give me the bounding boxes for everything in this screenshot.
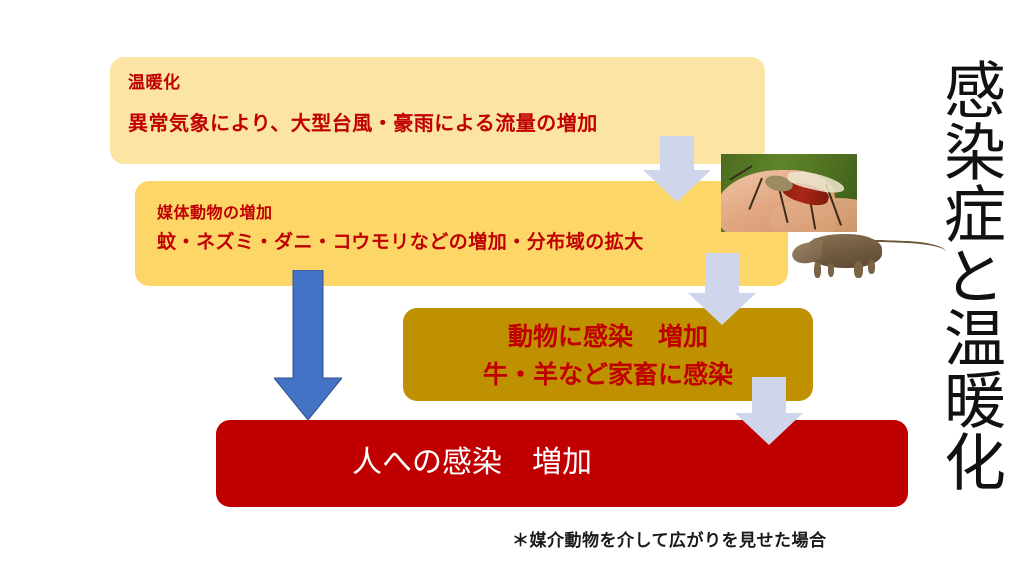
rat-leg bbox=[828, 263, 834, 277]
box-human-infection-line1: 人への感染 増加 bbox=[352, 445, 592, 480]
box-animal-infection-line1: 動物に感染 増加 bbox=[507, 322, 708, 351]
box-warming: 温暖化 異常気象により、大型台風・豪雨による流量の増加 bbox=[110, 57, 765, 164]
mosquito-photo bbox=[721, 154, 857, 232]
rat-ear bbox=[811, 238, 823, 249]
rat-photo bbox=[792, 230, 948, 282]
rat-leg bbox=[868, 260, 875, 274]
arrow-vector-to-animal bbox=[688, 253, 756, 325]
box-animal-infection: 動物に感染 増加 牛・羊など家畜に感染 bbox=[403, 308, 813, 401]
box-animal-infection-line2: 牛・羊など家畜に感染 bbox=[482, 360, 733, 389]
rat-leg bbox=[854, 261, 863, 278]
slide-vertical-title: 感染症と温暖化 bbox=[933, 58, 1006, 492]
arrow-warming-to-vector bbox=[643, 136, 711, 202]
box-warming-body: 異常気象により、大型台風・豪雨による流量の増加 bbox=[128, 111, 598, 135]
box-warming-title: 温暖化 bbox=[128, 73, 181, 93]
box-vector-animals-body: 蚊・ネズミ・ダニ・コウモリなどの増加・分布域の拡大 bbox=[157, 231, 644, 253]
arrow-vector-to-human bbox=[274, 270, 342, 420]
box-human-infection: 人への感染 増加 bbox=[216, 420, 908, 507]
arrow-animal-to-human bbox=[735, 377, 803, 445]
rat-leg bbox=[814, 262, 821, 278]
box-vector-animals-title: 媒体動物の増加 bbox=[157, 203, 273, 222]
slide-footnote: ＊媒介動物を介して広がりを見せた場合 bbox=[512, 531, 827, 551]
